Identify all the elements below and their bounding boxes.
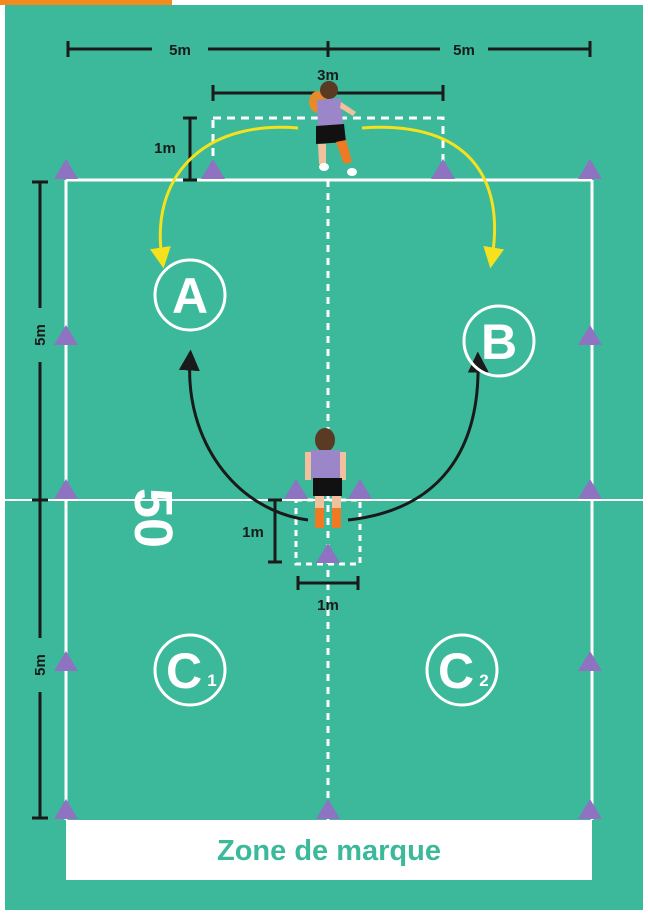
position-c2-label: C	[438, 643, 474, 699]
dim-side-upper-label: 5m	[32, 324, 49, 346]
cone	[431, 159, 455, 179]
dark-arrow-to-a	[178, 349, 309, 522]
cone	[284, 479, 308, 499]
cone	[578, 799, 602, 819]
player-leg	[315, 496, 324, 512]
player-sock	[332, 508, 341, 528]
position-markers: A B C 1 C 2	[153, 258, 536, 707]
position-c1-circle	[153, 633, 227, 707]
dim-side-lower-label: 5m	[32, 654, 49, 676]
position-b-circle	[462, 304, 536, 378]
dim-small-depth-label: 1m	[242, 524, 264, 541]
dim-box-width-label: 3m	[317, 67, 339, 84]
dimension-labels: 5m 5m 3m 1m 5m 5m 1m 1m	[32, 42, 475, 676]
dim-top-right-label: 5m	[453, 42, 475, 59]
cone	[54, 159, 78, 179]
position-c1-label: C	[166, 643, 202, 699]
player-shorts	[313, 478, 342, 496]
player-arm	[340, 452, 346, 480]
position-c2-subscript: 2	[479, 671, 488, 690]
player-shorts	[316, 124, 346, 144]
player-jersey	[317, 98, 343, 128]
small-box	[294, 498, 362, 566]
dim-top-left-label: 5m	[169, 42, 191, 59]
scoring-zone-label: Zone de marque	[217, 835, 441, 867]
position-a-label: A	[172, 268, 208, 324]
dark-arrow-to-b	[347, 351, 489, 522]
defender-player	[305, 428, 346, 528]
cone	[578, 325, 602, 345]
position-b-label: B	[481, 314, 517, 370]
cone	[316, 543, 340, 563]
player-leg	[332, 496, 341, 512]
cone	[316, 799, 340, 819]
player-arm	[305, 452, 311, 480]
position-a-circle	[153, 258, 227, 332]
player-sock	[336, 140, 352, 164]
position-c1-subscript: 1	[207, 671, 216, 690]
cone	[578, 651, 602, 671]
player-leg	[318, 144, 326, 164]
player-head	[320, 81, 338, 99]
cone	[54, 479, 78, 499]
cones	[54, 159, 602, 819]
position-c2-circle	[425, 633, 499, 707]
player-shoe	[347, 168, 357, 176]
yellow-arrow-to-a	[150, 125, 299, 269]
cone	[54, 799, 78, 819]
cone	[348, 479, 372, 499]
cone	[201, 159, 225, 179]
player-sock	[315, 508, 324, 528]
cone	[54, 325, 78, 345]
cone	[54, 651, 78, 671]
dim-small-width-label: 1m	[317, 597, 339, 614]
scoring-zone	[66, 820, 592, 880]
accent-tab	[0, 0, 172, 5]
cone	[578, 479, 602, 499]
player-jersey	[310, 450, 342, 480]
ball-carrier-player	[309, 81, 357, 176]
yellow-arrow-to-b	[361, 125, 505, 269]
player-head	[315, 428, 335, 452]
player-shoe	[319, 163, 329, 171]
fifty-line-number: 50	[123, 488, 183, 548]
dim-box-depth-label: 1m	[154, 140, 176, 157]
player-arm	[340, 102, 356, 116]
cone	[578, 159, 602, 179]
